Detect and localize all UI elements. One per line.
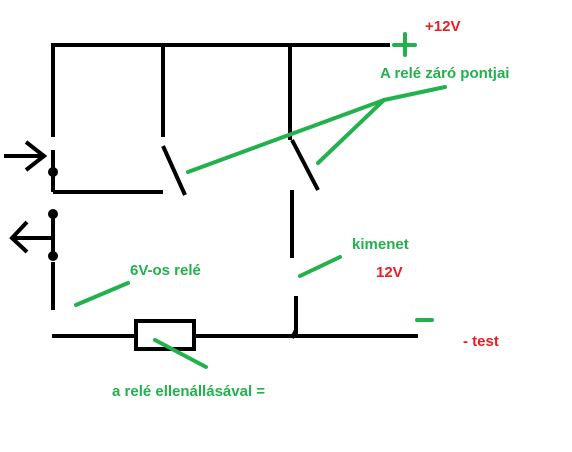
resistor-pointer-line — [153, 338, 208, 369]
relay-contact-1 — [161, 45, 187, 196]
ground-label: - test — [463, 333, 499, 350]
relay-contact-2 — [288, 45, 320, 191]
relay-6v-label: 6V-os relé — [130, 262, 201, 279]
output-voltage-label: 12V — [376, 264, 403, 281]
output-label: kimenet — [352, 236, 409, 253]
release-arrow-icon — [9, 220, 52, 254]
relay-pointer-line — [74, 281, 130, 307]
push-button-arrow-icon — [4, 140, 48, 172]
top-supply-rail — [51, 43, 390, 137]
output-line — [290, 190, 298, 339]
relay-coil-resistor — [134, 319, 196, 351]
output-pointer-line — [298, 255, 342, 278]
contacts-pointer-lines — [186, 85, 447, 174]
left-vertical-wire — [48, 209, 58, 310]
relay-contacts-label: A relé záró pontjai — [380, 65, 509, 82]
supply-positive-label: +12V — [425, 18, 460, 35]
push-button-switch — [48, 150, 58, 192]
relay-resistance-label: a relé ellenállásával = — [112, 383, 265, 400]
plus-sign-icon — [392, 32, 417, 57]
